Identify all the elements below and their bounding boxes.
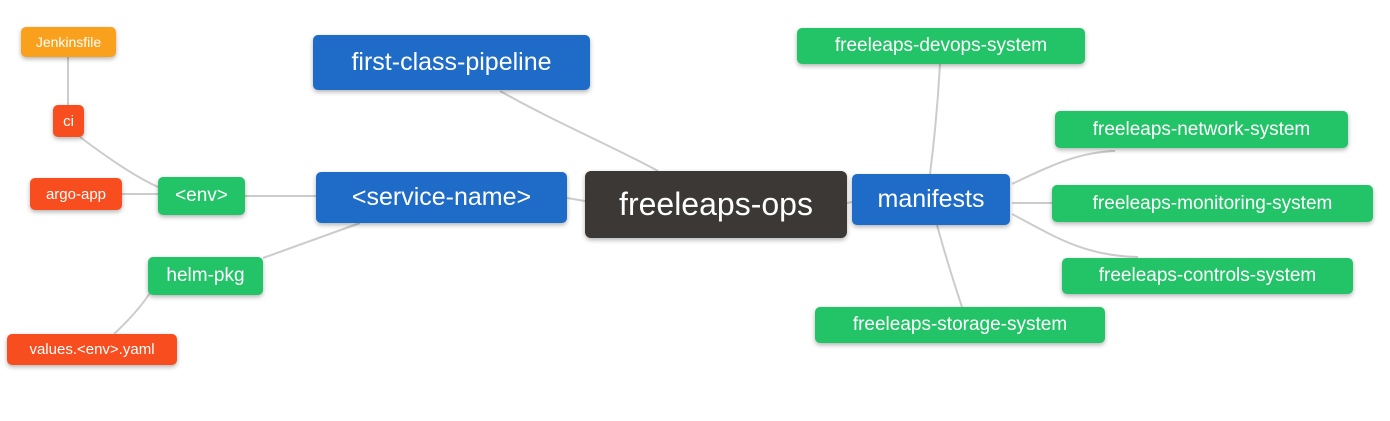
node-devops-system[interactable]: freeleaps-devops-system xyxy=(797,28,1085,64)
node-jenkinsfile[interactable]: Jenkinsfile xyxy=(21,27,116,57)
node-helm-pkg[interactable]: helm-pkg xyxy=(148,257,263,295)
link-manifests-devops xyxy=(929,63,941,175)
node-argo-app[interactable]: argo-app xyxy=(30,178,122,210)
link-manifests-network xyxy=(1011,150,1116,185)
link-root-manifests xyxy=(846,201,853,204)
link-helm-pkg-service-name xyxy=(262,222,361,259)
link-helm-pkg-values xyxy=(113,292,151,335)
node-env[interactable]: <env> xyxy=(158,177,245,215)
node-network-system[interactable]: freeleaps-network-system xyxy=(1055,111,1348,148)
node-first-class-pipeline[interactable]: first-class-pipeline xyxy=(313,35,590,90)
node-service-name[interactable]: <service-name> xyxy=(316,172,567,223)
node-ci[interactable]: ci xyxy=(53,105,84,137)
link-manifests-controls xyxy=(1011,213,1139,258)
node-manifests[interactable]: manifests xyxy=(852,174,1010,225)
node-monitoring-system[interactable]: freeleaps-monitoring-system xyxy=(1052,185,1373,222)
link-ci-env xyxy=(79,136,159,188)
link-pipeline-root xyxy=(499,90,659,172)
node-controls-system[interactable]: freeleaps-controls-system xyxy=(1062,258,1353,294)
node-values-env-yaml[interactable]: values.<env>.yaml xyxy=(7,334,177,365)
node-freeleaps-ops-root[interactable]: freeleaps-ops xyxy=(585,171,847,238)
node-storage-system[interactable]: freeleaps-storage-system xyxy=(815,307,1105,343)
link-manifests-storage xyxy=(936,224,963,308)
link-service-name-root xyxy=(566,197,586,202)
